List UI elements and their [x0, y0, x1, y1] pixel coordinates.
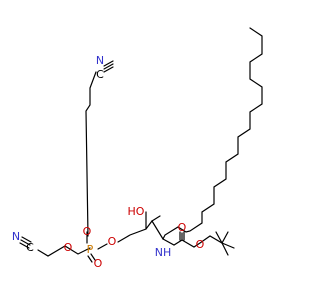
- alkyl-chain-bonds: [162, 27, 263, 240]
- nitrile2-triple-bond-b: [21, 236, 32, 243]
- structure-diagram: N C N C P O O O O HO NH O O: [12, 27, 263, 270]
- atom-p: P: [87, 243, 94, 256]
- nitrile2-triple-bond-a: [20, 239, 31, 246]
- atom-n-left: N: [12, 230, 20, 243]
- p-o-double-bond-a: [87, 255, 93, 263]
- carbamate-bonds: [162, 232, 183, 246]
- atom-o-carbonyl: O: [178, 221, 187, 234]
- tbu-branch-b: [221, 242, 229, 256]
- molecule-canvas: N C N C P O O O O HO NH O O: [11, 27, 263, 270]
- atom-o-p-left: O: [64, 241, 73, 254]
- nitrile-triple-bond-b: [103, 60, 114, 67]
- lower-arm-bonds: [37, 245, 91, 257]
- atom-o-p-double: O: [94, 257, 103, 270]
- backbone-bonds: [117, 219, 164, 243]
- c-c-bond: [151, 215, 161, 222]
- nitrile-triple-bond-a: [103, 63, 114, 70]
- atom-c-top: C: [96, 68, 104, 81]
- atom-c-left: C: [26, 241, 34, 254]
- p-o-bond-right: [97, 243, 108, 250]
- atom-o-ester: O: [196, 238, 205, 251]
- atom-nh: NH: [155, 246, 172, 259]
- atom-o-p-up: O: [83, 225, 92, 238]
- tbu-branch-a: [221, 242, 235, 249]
- tbu-branch-c: [215, 231, 223, 244]
- p-o-double-bond-b: [90, 253, 96, 261]
- atom-ho: HO: [128, 205, 145, 218]
- atom-n-top: N: [96, 54, 104, 67]
- upper-arm-bonds: [85, 71, 97, 237]
- nitrile2-triple-bond-c: [19, 242, 30, 249]
- boc-bonds: [181, 231, 229, 248]
- atom-o-p-right: O: [108, 235, 117, 248]
- nitrile-triple-bond-c: [103, 66, 114, 73]
